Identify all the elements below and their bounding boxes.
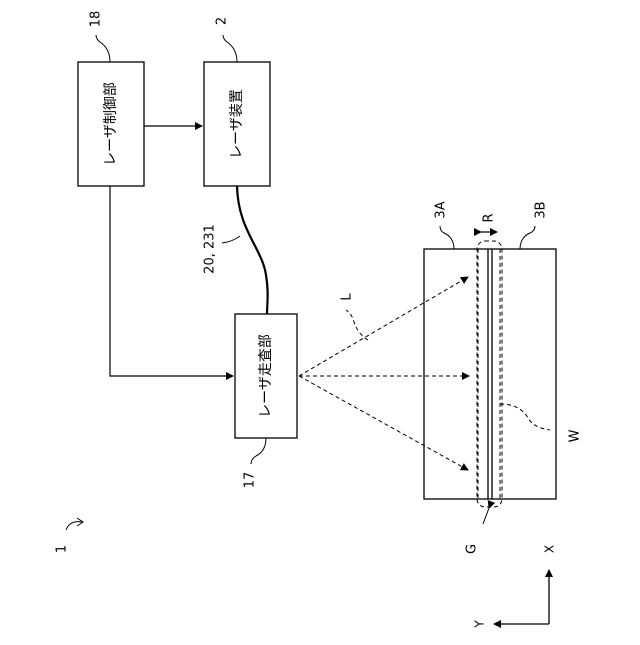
y-axis-label: Y bbox=[473, 620, 487, 629]
range-label: R bbox=[482, 213, 497, 222]
laser-device-block: レーザ装置 bbox=[204, 62, 270, 186]
beam-leader-line bbox=[346, 310, 368, 340]
scanner-leader-line bbox=[251, 438, 266, 464]
gap-label: G bbox=[465, 544, 480, 554]
plate-3b-label: 3B bbox=[534, 201, 549, 218]
fiber-leader-line bbox=[222, 236, 240, 243]
plate-3a-label: 3A bbox=[434, 201, 449, 218]
laser-device-label: レーザ装置 bbox=[229, 89, 245, 159]
device-leader-line bbox=[223, 35, 237, 62]
laser-scanner-label: レーザ走査部 bbox=[258, 334, 274, 418]
weld-label: W bbox=[568, 429, 583, 442]
workpiece-outline bbox=[424, 249, 556, 499]
laser-controller-label: レーザ制御部 bbox=[103, 82, 119, 166]
control-to-scanner-arrow bbox=[110, 186, 233, 376]
figure-ref-label: 1 bbox=[55, 545, 70, 553]
laser-controller-block: レーザ制御部 bbox=[78, 62, 144, 186]
controller-leader-line bbox=[96, 35, 110, 62]
optical-fiber-line bbox=[237, 186, 268, 314]
fiber-ref-label: 20, 231 bbox=[203, 224, 218, 274]
plate-3b-leader bbox=[520, 226, 535, 249]
gap-leader-arrow bbox=[483, 508, 489, 524]
laser-scanner-block: レーザ走査部 bbox=[235, 314, 297, 438]
device-ref-label: 2 bbox=[215, 17, 230, 25]
beam-label: L bbox=[340, 293, 355, 301]
scanner-ref-label: 17 bbox=[243, 472, 258, 489]
plate-3a-leader bbox=[440, 226, 454, 249]
workpiece bbox=[424, 241, 556, 507]
controller-ref-label: 18 bbox=[89, 11, 104, 28]
x-axis-label: X bbox=[543, 545, 557, 553]
figure-ref-leader bbox=[66, 522, 82, 530]
